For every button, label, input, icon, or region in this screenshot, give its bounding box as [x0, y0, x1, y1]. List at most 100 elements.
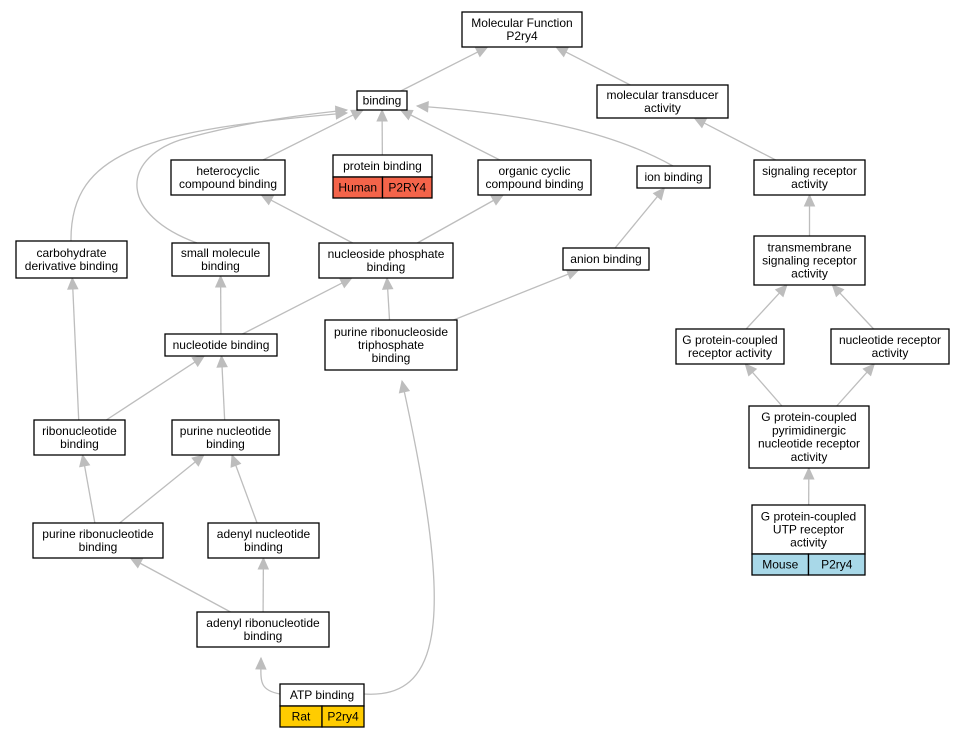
node-box	[477, 159, 592, 196]
node-g-protein-coupled-pyrimidinergic-nucleotide-receptor-activity[interactable]: G protein-coupledpyrimidinergicnucleotid…	[748, 405, 870, 469]
edge-arrowhead	[565, 268, 580, 280]
node-label-line: Molecular Function	[471, 16, 572, 30]
node-binding[interactable]: binding	[356, 90, 408, 111]
edge-line	[751, 371, 783, 407]
node-box	[830, 328, 950, 365]
edge-arrowhead	[555, 46, 569, 58]
edge-arrowhead	[350, 109, 365, 121]
edge-atp-binding-to-purine-ribonucleoside-triphosphate-binding	[363, 379, 435, 695]
node-label-line: ribonucleotide	[42, 424, 117, 438]
edge-arrowhead	[774, 284, 788, 298]
node-label-line: carbohydrate	[36, 246, 106, 260]
node-label-line: activity	[644, 101, 681, 115]
edge-arrowhead	[191, 355, 206, 368]
node-label-line: ion binding	[644, 170, 702, 184]
node-label-line: activity	[872, 346, 909, 360]
node-label-line: pyrimidinergic	[772, 423, 846, 437]
node-ion-binding[interactable]: ion binding	[636, 165, 711, 189]
edge-arrowhead	[693, 117, 708, 129]
edge-line	[400, 50, 479, 92]
species-tag: Human	[338, 181, 377, 195]
edge-ribonucleotide-binding-to-carbohydrate-derivative-binding	[67, 276, 80, 421]
edge-line	[386, 287, 391, 321]
node-box	[171, 419, 280, 456]
edge-line	[83, 464, 96, 524]
edges-layer	[67, 46, 876, 695]
edge-line	[836, 371, 869, 407]
node-box	[171, 242, 270, 277]
edge-line	[119, 460, 197, 524]
edge-adenyl-ribonucleotide-binding-to-purine-ribonucleotide-binding	[129, 557, 231, 613]
edge-signaling-receptor-activity-to-molecular-transducer-activity	[693, 117, 776, 161]
node-box	[751, 504, 866, 555]
species-tag: Rat	[292, 710, 311, 724]
edge-line	[745, 291, 781, 330]
node-box	[753, 159, 866, 196]
node-label-line: activity	[790, 536, 827, 550]
edge-line	[416, 105, 674, 167]
node-label-line: heterocyclic	[196, 164, 259, 178]
edge-arrowhead	[381, 276, 394, 290]
edge-arrowhead	[398, 379, 411, 394]
edge-ion-binding-to-binding	[415, 101, 674, 167]
edge-arrowhead	[474, 46, 489, 58]
edge-transmembrane-signaling-receptor-activity-to-signaling-receptor-activity	[803, 193, 816, 236]
node-label-line: nucleotide receptor	[839, 333, 941, 347]
node-anion-binding[interactable]: anion binding	[562, 247, 650, 271]
node-label-line: activity	[791, 177, 828, 191]
edge-ribonucleotide-binding-to-nucleotide-binding	[105, 355, 206, 421]
edge-line	[234, 464, 258, 524]
node-box	[675, 328, 785, 365]
edge-line	[838, 291, 875, 330]
edge-arrowhead	[652, 187, 666, 201]
edge-arrowhead	[260, 194, 275, 206]
edge-line	[416, 199, 495, 244]
node-nucleotide-binding[interactable]: nucleotide binding	[164, 333, 278, 357]
node-label-line: protein binding	[343, 159, 422, 173]
node-label-line: signaling receptor	[762, 164, 857, 178]
species-tag-cell	[807, 553, 866, 576]
edge-line	[614, 195, 659, 249]
edge-purine-nucleotide-binding-to-nucleotide-binding	[216, 354, 228, 421]
gene-symbol-tag: P2ry4	[821, 558, 853, 572]
node-box	[753, 235, 866, 286]
edge-line	[262, 113, 355, 161]
species-tag-cell	[321, 705, 365, 728]
edge-atp-binding-to-adenyl-ribonucleotide-binding	[255, 656, 281, 695]
node-label-line: activity	[791, 267, 828, 281]
edge-arrowhead	[490, 194, 505, 206]
edge-line	[136, 109, 348, 244]
node-label-line: transmembrane	[767, 240, 851, 254]
node-label-line: adenyl nucleotide	[217, 527, 311, 541]
node-label-line: anion binding	[570, 252, 641, 266]
species-tag: Mouse	[762, 558, 798, 572]
node-box	[207, 522, 320, 559]
node-label-line: receptor activity	[688, 346, 772, 360]
node-box	[196, 611, 330, 648]
edge-line	[453, 273, 570, 321]
edge-line	[138, 562, 231, 613]
node-label-line: compound binding	[485, 177, 583, 191]
